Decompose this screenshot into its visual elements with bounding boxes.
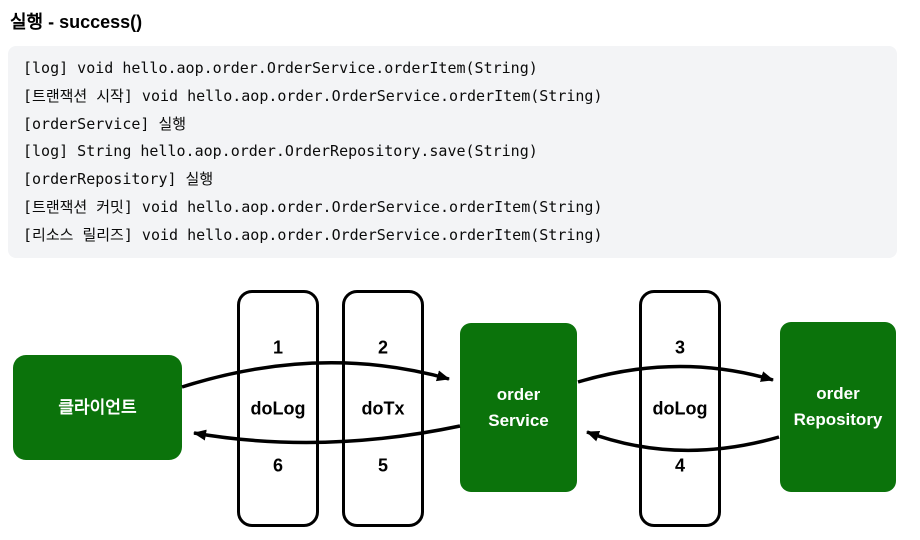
console-line: [orderService] 실행: [23, 114, 187, 133]
step-number: 1: [272, 337, 284, 358]
client-node: 클라이언트: [13, 355, 182, 460]
console-line: [리소스 릴리즈] void hello.aop.order.OrderServ…: [23, 225, 603, 244]
order-service-node: order Service: [460, 323, 577, 492]
order-repository-label-line1: order: [816, 384, 860, 403]
advisor-label: doTx: [361, 398, 405, 418]
step-number: 4: [674, 455, 686, 476]
step-number: 3: [674, 337, 686, 358]
advisor-label: doLog: [250, 398, 306, 418]
order-service-label-line2: Service: [488, 410, 549, 430]
order-service-label-line1: order: [496, 384, 541, 404]
console-line: [log] String hello.aop.order.OrderReposi…: [23, 142, 538, 161]
page-title: 실행 - success(): [10, 12, 143, 32]
console-line: [트랜잭션 시작] void hello.aop.order.OrderServ…: [23, 86, 603, 105]
console-line: [log] void hello.aop.order.OrderService.…: [23, 59, 538, 77]
advisor-label: doLog: [652, 398, 708, 418]
console-output: [log] void hello.aop.order.OrderService.…: [8, 46, 897, 258]
step-number: 5: [377, 455, 389, 476]
order-repository-node: order Repository: [780, 322, 896, 492]
advisor-dotx: 2 doTx 5: [342, 290, 424, 527]
step-number: 6: [272, 455, 284, 476]
advisor-dolog-right: 3 doLog 4: [639, 290, 721, 527]
client-label: 클라이언트: [58, 397, 137, 417]
console-line: [트랜잭션 커밋] void hello.aop.order.OrderServ…: [23, 197, 603, 216]
advisor-dolog-left: 1 doLog 6: [237, 290, 319, 527]
console-line: [orderRepository] 실행: [23, 170, 214, 189]
order-repository-label-line2: Repository: [793, 410, 883, 429]
step-number: 2: [377, 337, 389, 358]
